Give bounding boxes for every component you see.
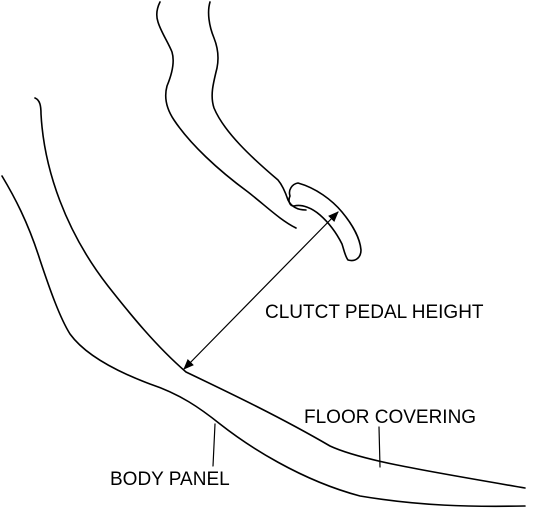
- body-panel-label: BODY PANEL: [110, 469, 230, 490]
- pedal-pad: [288, 182, 362, 262]
- pedal-arm-left-edge: [155, 1, 297, 229]
- body-panel-line: [1, 175, 526, 508]
- floor-covering-line: [34, 97, 526, 489]
- body-panel-leader-line: [212, 423, 216, 467]
- pedal-height-dimension-arrow: [183, 211, 339, 370]
- floor-covering-leader-line: [378, 426, 381, 468]
- pedal-arm-right-edge: [207, 1, 307, 211]
- floor-covering-label: FLOOR COVERING: [304, 407, 476, 428]
- pedal-height-label: CLUTCT PEDAL HEIGHT: [265, 302, 484, 323]
